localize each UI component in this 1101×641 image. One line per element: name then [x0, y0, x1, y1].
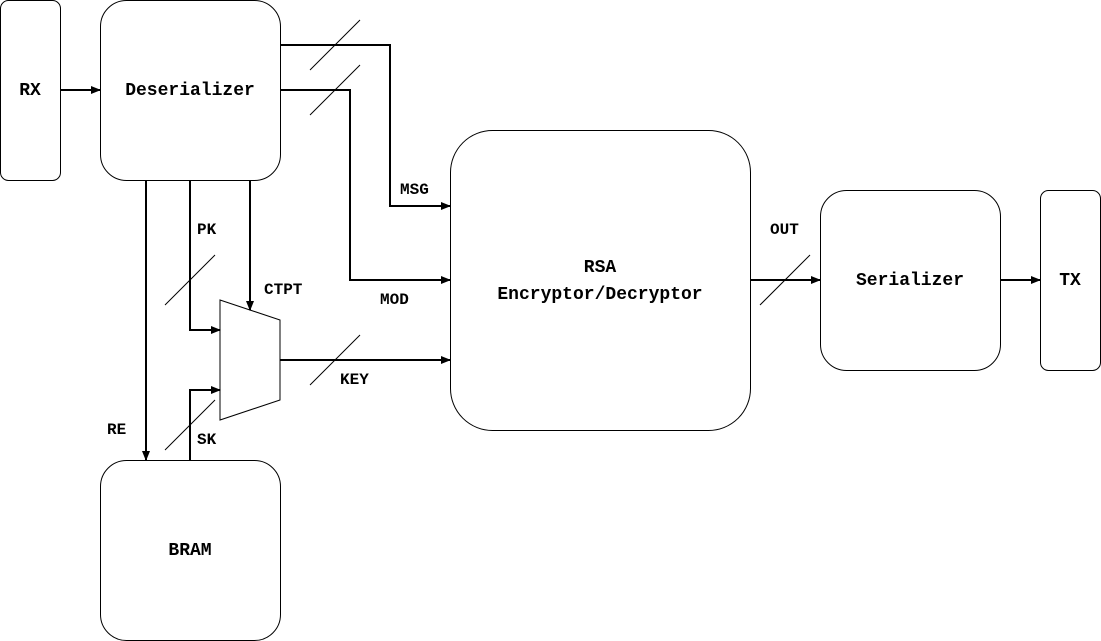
- tx-label: TX: [1059, 271, 1081, 291]
- mod-label: MOD: [380, 291, 409, 309]
- msg-bus-slash: [309, 19, 361, 71]
- key-mux: [219, 299, 281, 421]
- deserializer-label: Deserializer: [125, 81, 255, 101]
- sk-wire: [189, 386, 221, 460]
- out-label: OUT: [770, 221, 799, 239]
- deserializer-block: Deserializer: [100, 0, 281, 181]
- bram-block: BRAM: [100, 460, 281, 641]
- rx-block: RX: [0, 0, 61, 181]
- key-bus-slash: [309, 334, 361, 386]
- rsa-label-line1: RSA: [584, 258, 617, 278]
- pk-label: PK: [197, 221, 217, 239]
- mod-wire: [280, 89, 451, 284]
- msg-label: MSG: [400, 181, 429, 199]
- key-label: KEY: [340, 371, 369, 389]
- rx-label: RX: [19, 81, 41, 101]
- serializer-block: Serializer: [820, 190, 1001, 371]
- serializer-label: Serializer: [856, 271, 964, 291]
- re-label: RE: [107, 421, 126, 439]
- sk-bus-slash: [164, 399, 216, 451]
- bram-label: BRAM: [168, 541, 211, 561]
- ctpt-label: CTPT: [264, 281, 303, 299]
- rsa-block: RSA Encryptor/Decryptor: [450, 130, 751, 431]
- pk-bus-slash: [164, 254, 216, 306]
- pk-wire: [189, 180, 221, 334]
- sk-label: SK: [197, 431, 217, 449]
- tx-block: TX: [1040, 190, 1101, 371]
- mod-bus-slash: [309, 64, 361, 116]
- out-bus-slash: [759, 254, 811, 306]
- rsa-label-line2: Encryptor/Decryptor: [497, 285, 702, 305]
